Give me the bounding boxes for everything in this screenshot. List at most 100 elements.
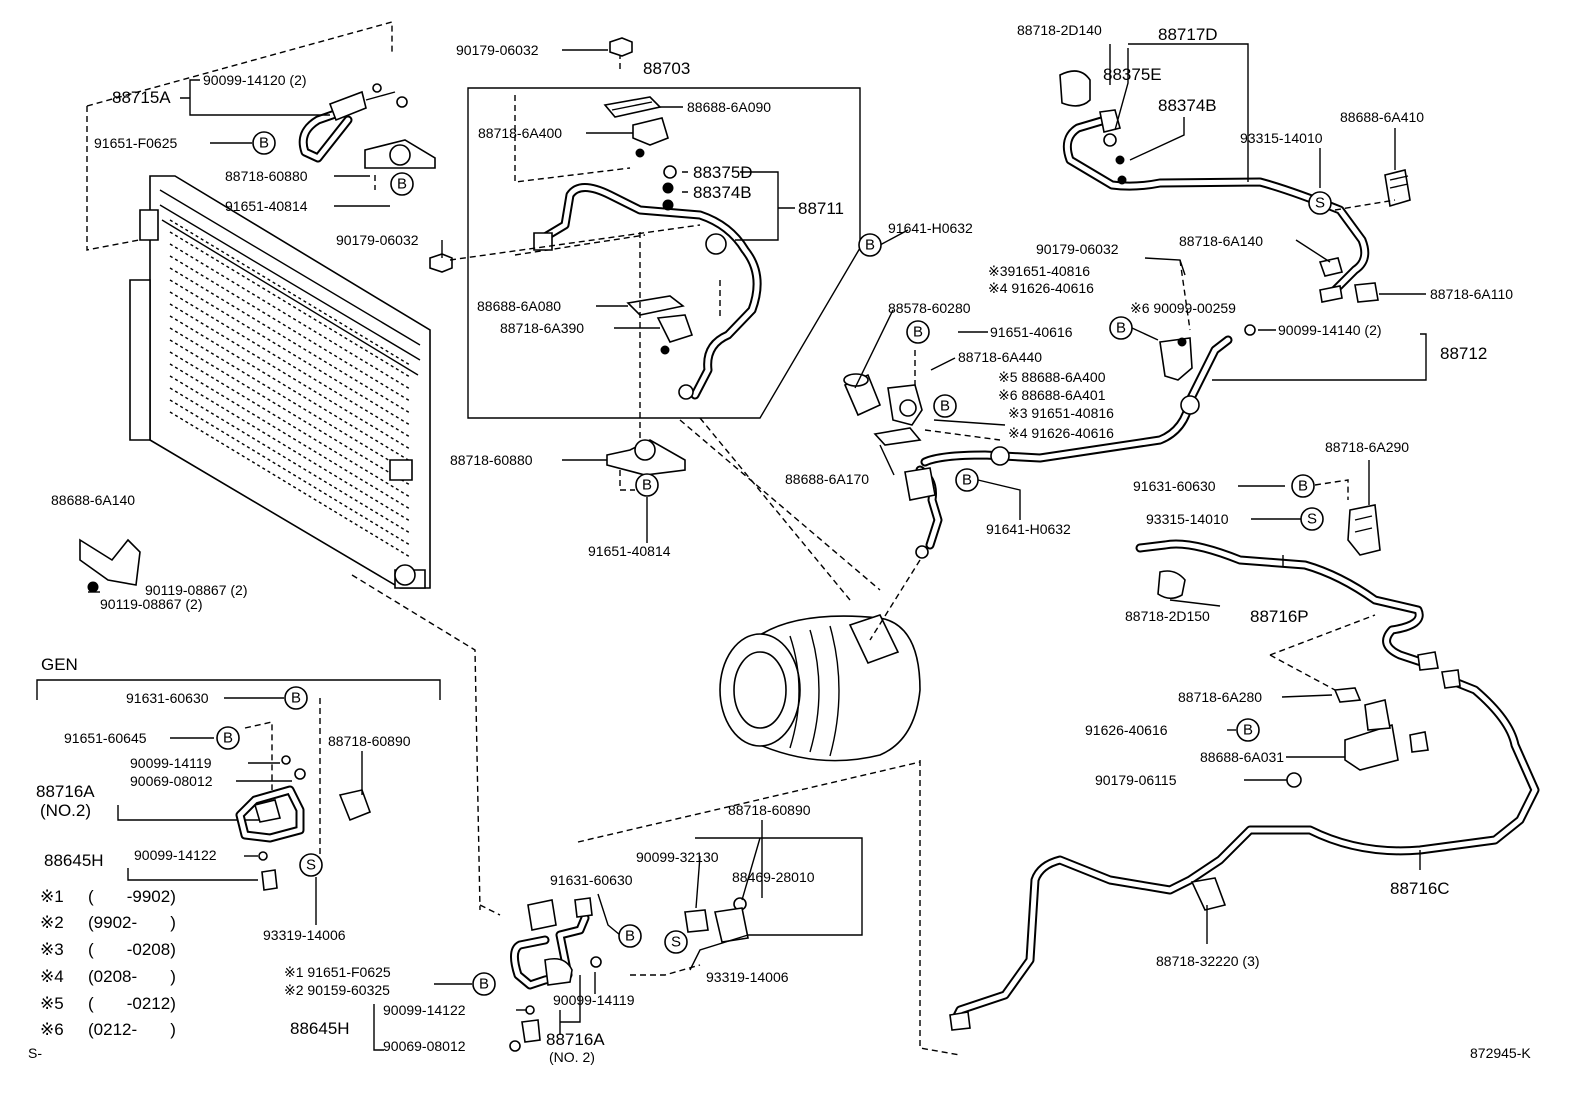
label-88716a-b: 88716A	[546, 1030, 605, 1049]
compressor	[719, 614, 921, 762]
marker-b-label: B	[940, 398, 950, 415]
marker-b-label: B	[397, 176, 407, 193]
label-91641-h0632-b: 91641-H0632	[986, 521, 1071, 537]
label-90069-08012-b: 90069-08012	[383, 1038, 466, 1054]
marker-b-13: B	[618, 924, 642, 948]
label-90099-14119-gen: 90099-14119	[130, 755, 212, 771]
footnote-mark: ※5	[40, 994, 64, 1013]
label-88718-2d150: 88718-2D150	[1125, 608, 1210, 624]
label-91651-40616: 91651-40616	[990, 324, 1073, 340]
bracket-88688-6a031	[1269, 614, 1429, 788]
marker-b-8: B	[955, 468, 979, 492]
label-93319-14006-b: 93319-14006	[706, 969, 789, 985]
label-88716a-gen: 88716A	[36, 782, 95, 801]
nut-90179-06032-mid	[429, 253, 453, 273]
pipe-88715a	[298, 83, 436, 190]
label-91651-f0625: 91651-F0625	[94, 135, 178, 151]
label-88375d: 88375D	[693, 163, 753, 182]
bracket-88688-6a140	[79, 538, 141, 593]
label-88688-6a410: 88688-6A410	[1340, 109, 1424, 125]
label-88712: 88712	[1440, 344, 1487, 363]
label-no2-b: (NO. 2)	[549, 1049, 595, 1065]
label-91626-40616-r: 91626-40616	[1085, 722, 1168, 738]
label-88715a: 88715A	[112, 88, 171, 107]
label-91631-60630-b: 91631-60630	[550, 872, 633, 888]
label-88718-6a280: 88718-6A280	[1178, 689, 1262, 705]
marker-s-label: S	[671, 934, 681, 951]
footnote-range: ( -9902)	[88, 887, 176, 906]
label-diagram-id: 872945-K	[1470, 1045, 1531, 1061]
marker-s-label: S	[306, 857, 316, 874]
label-90179-06115: 90179-06115	[1095, 772, 1177, 788]
marker-b-5: B	[906, 320, 930, 344]
marker-b-2: B	[390, 172, 414, 196]
label-90179-06032-r: 90179-06032	[1036, 241, 1119, 257]
label-91641-h0632-a: 91641-H0632	[888, 220, 973, 236]
label-91631-60630-r: 91631-60630	[1133, 478, 1216, 494]
footnote-range: (0208- )	[88, 967, 176, 986]
bracket-88718-60880	[606, 232, 881, 591]
label-88718-6a390: 88718-6A390	[500, 320, 584, 336]
label-88374b-a: 88374B	[693, 183, 752, 202]
label-88716c: 88716C	[1390, 879, 1450, 898]
label-88718-6a110: 88718-6A110	[1430, 286, 1513, 302]
label-93315-14010-b: 93315-14010	[1146, 511, 1229, 527]
tube-88717d	[1059, 70, 1411, 331]
label-88718-6a440: 88718-6A440	[958, 349, 1042, 365]
marker-b-12: B	[216, 726, 240, 750]
marker-b-label: B	[479, 976, 489, 993]
label-88718-60880-b: 88718-60880	[450, 452, 533, 468]
footnote-mark: ※3	[40, 940, 64, 959]
label-r2-90159-60325: ※2 90159-60325	[284, 982, 390, 998]
pipe-88716p	[1135, 539, 1439, 671]
footnote-mark: ※4	[40, 967, 64, 986]
marker-s-3: S	[299, 853, 323, 877]
label-88718-2d140: 88718-2D140	[1017, 22, 1102, 38]
label-90179-06032-top: 90179-06032	[456, 42, 539, 58]
label-88718-60890-b: 88718-60890	[728, 802, 811, 818]
marker-b-label: B	[642, 477, 652, 494]
label-88717d: 88717D	[1158, 25, 1218, 44]
marker-s-2: S	[1300, 507, 1324, 531]
hose-91641-h0632	[699, 417, 943, 641]
leader-lines	[88, 43, 1427, 1035]
label-90099-14120: 90099-14120 (2)	[203, 72, 307, 88]
label-88688-6a031: 88688-6A031	[1200, 749, 1284, 765]
marker-s-1: S	[1308, 191, 1332, 215]
label-88711: 88711	[798, 199, 844, 218]
label-90179-06032-mid: 90179-06032	[336, 232, 419, 248]
label-93315-14010-a: 93315-14010	[1240, 130, 1323, 146]
marker-b-label: B	[259, 135, 269, 152]
footnote-range: ( -0208)	[88, 940, 176, 959]
pipe-88711	[533, 183, 762, 400]
label-90119-08867-a: 90119-08867 (2)	[145, 582, 247, 598]
bracket-88718-6a440	[887, 384, 923, 426]
label-88688-6a140: 88688-6A140	[51, 492, 135, 508]
pipe-88716a	[373, 897, 602, 1052]
marker-b-3: B	[635, 473, 659, 497]
label-88469-28010: 88469-28010	[732, 869, 815, 885]
gen-box	[36, 679, 441, 891]
pipe-88716c	[919, 669, 1540, 1056]
footnote-mark: ※1	[40, 887, 64, 906]
footnote-mark: ※6	[40, 1020, 64, 1039]
label-no2-gen: (NO.2)	[40, 801, 91, 820]
label-r3-91651-40816: ※391651-40816	[988, 263, 1090, 279]
marker-b-label: B	[913, 324, 923, 341]
marker-b-6: B	[1109, 316, 1133, 340]
box-88718-60890-bottom	[479, 761, 921, 976]
label-90069-08012-gen: 90069-08012	[130, 773, 213, 789]
label-88374b-b: 88374B	[1158, 96, 1217, 115]
label-r4-91626-40616: ※4 91626-40616	[988, 280, 1094, 296]
label-88718-6a290: 88718-6A290	[1325, 439, 1409, 455]
marker-b-14: B	[472, 972, 496, 996]
part-labels: 90179-06032 88703 88715A 90099-14120 (2)…	[28, 22, 1531, 1065]
label-90099-32130: 90099-32130	[636, 849, 719, 865]
label-90099-14119-b: 90099-14119	[553, 992, 635, 1008]
marker-b-label: B	[1298, 478, 1308, 495]
marker-b-4: B	[858, 233, 882, 257]
label-88645h-gen: 88645H	[44, 851, 104, 870]
label-r4-91626-40616-b: ※4 91626-40616	[1008, 425, 1114, 441]
cylinder-88578-60280	[843, 373, 882, 417]
